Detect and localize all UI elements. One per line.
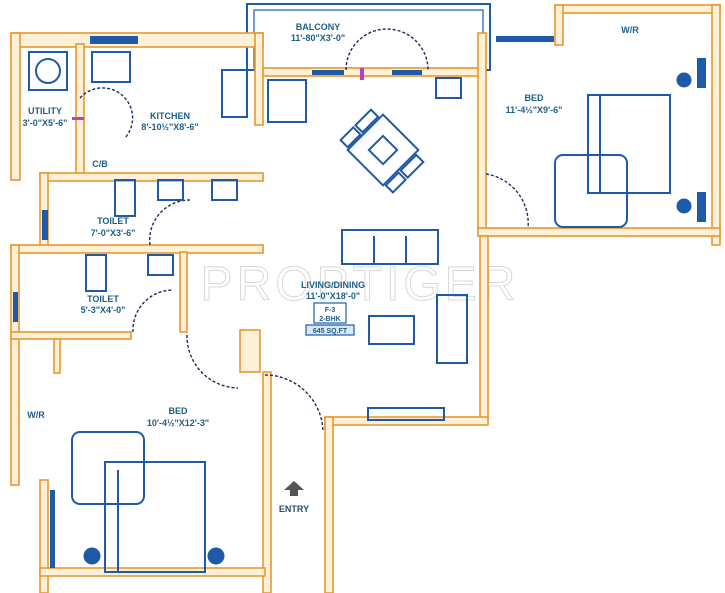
watermark: PROPTIGER: [201, 258, 520, 311]
kitchen-label: KITCHEN: [150, 111, 190, 121]
balcony-label: BALCONY: [296, 22, 341, 32]
bed1-size: 11'-4½"X9'-6": [506, 105, 563, 115]
toilet2-label: TOILET: [87, 294, 119, 304]
entry-label: ENTRY: [279, 504, 309, 514]
unit-type: 2-BHK: [319, 316, 340, 323]
kitchen-size: 8'-10½"X8'-6": [141, 122, 198, 132]
toilet1-label: TOILET: [97, 216, 129, 226]
toilet2-size: 5'-3"X4'-0": [81, 305, 126, 315]
room-labels: BALCONY 11'-80"X3'-0" UTILITY 3'-0"X5'-6…: [23, 22, 640, 514]
utility-label: UTILITY: [28, 106, 62, 116]
bed2-size: 10'-4½"X12'-3": [147, 418, 209, 428]
furniture: [28, 51, 692, 573]
unit-flat: F-3: [325, 307, 336, 314]
living-size: 11'-0"X18'-0": [306, 291, 360, 301]
cb-label: C/B: [92, 159, 108, 169]
toilet1-size: 7'-0"X3'-6": [91, 228, 136, 238]
utility-size: 3'-0"X5'-6": [23, 118, 68, 128]
entry-arrow-icon: [284, 481, 304, 496]
balcony: [246, 3, 491, 71]
living-label: LIVING/DINING: [301, 280, 365, 290]
bed2-label: BED: [168, 406, 188, 416]
unit-area: 645 SQ.FT: [313, 328, 348, 335]
windows: [13, 36, 706, 568]
wr1-label: W/R: [621, 25, 639, 35]
wr2-label: W/R: [27, 410, 45, 420]
balcony-size: 11'-80"X3'-0": [291, 33, 345, 43]
bed1-label: BED: [524, 93, 544, 103]
